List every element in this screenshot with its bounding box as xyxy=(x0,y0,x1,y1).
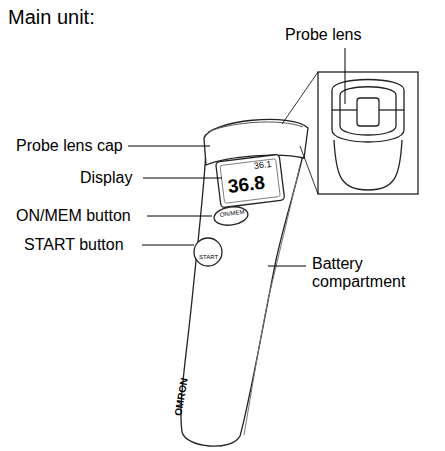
part-label: ON/MEM button xyxy=(16,207,131,225)
button-text: START xyxy=(199,254,218,261)
probe-lens xyxy=(357,98,379,126)
part-label: START button xyxy=(24,236,124,254)
on-mem-button xyxy=(213,205,249,228)
display-reading: 36.8 xyxy=(227,172,266,198)
display-reading: 36.1 xyxy=(253,159,272,171)
thermometer-body xyxy=(181,150,304,446)
figure-heading: Main unit: xyxy=(8,6,95,29)
probe-lens-inset xyxy=(318,72,418,194)
part-label: Probe lens cap xyxy=(16,137,123,155)
part-label: Probe lens xyxy=(285,26,362,44)
part-label: Battery compartment xyxy=(312,255,422,292)
part-label: Display xyxy=(80,169,132,187)
display-screen xyxy=(216,154,285,207)
start-button xyxy=(194,238,222,266)
